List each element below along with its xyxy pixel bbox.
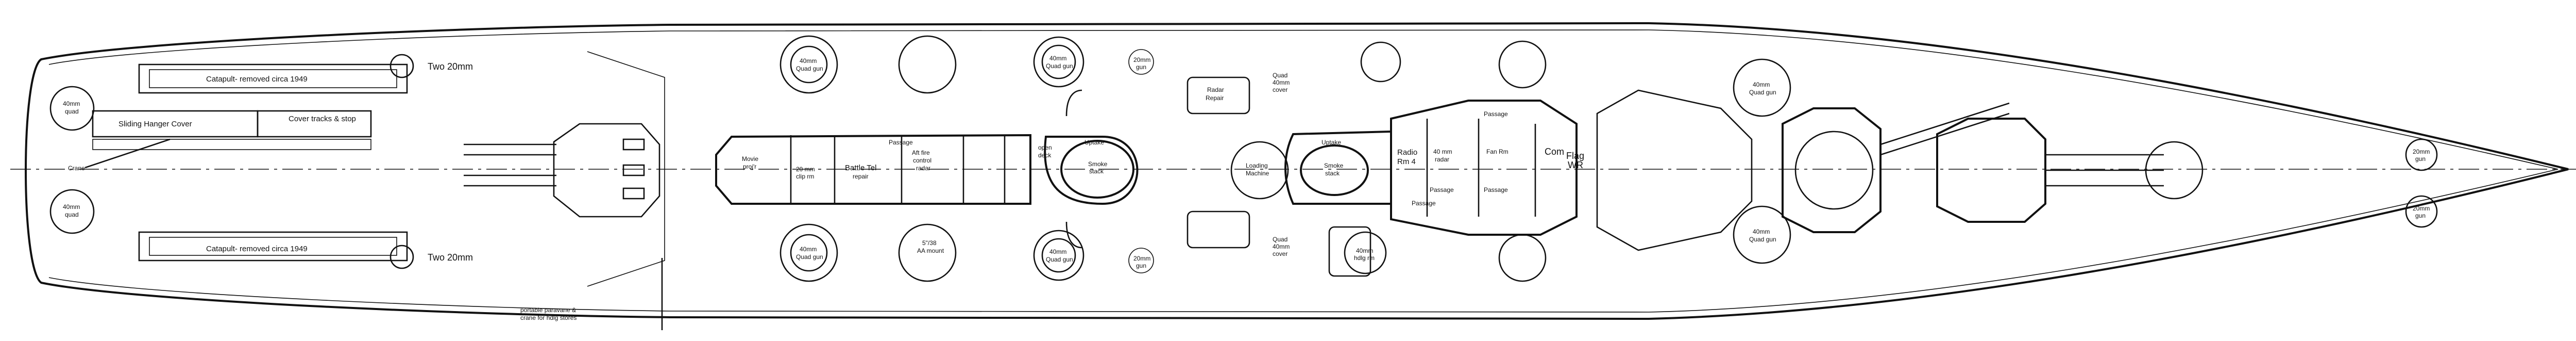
label-passage-fwd-lower2: Passage [1484,186,1508,193]
label-cover-tracks: Cover tracks & stop [289,115,356,123]
label-radar-repair-a: Radar [1207,86,1224,93]
label-movie-proj-b: proj'r [743,163,756,170]
label-quad-40-cover2-c: cover [1273,250,1287,257]
label-quad-40-stbd-aft-b: Quad gun [796,253,823,261]
label-20mm-bow-stbd-b: gun [2415,212,2426,219]
label-quad-40-stbd-mid-b: Quad gun [1046,256,1073,263]
label-fan-rm: Fan Rm [1486,148,1509,155]
label-radar-40-a: 40 mm [1433,148,1452,155]
label-uptake-aft: Uptake [1084,139,1104,146]
label-40mm-stern-port-a: 40mm [63,100,80,107]
label-smoke-stack-fwd-a: Smoke [1324,162,1344,169]
label-hdlg-rm-b: hdlg rm [1354,254,1375,262]
label-smoke-stack-aft-a: Smoke [1088,160,1108,168]
label-radio-rm-b: Rm 4 [1397,157,1416,166]
label-40mm-stern-port-b: quad [65,108,79,115]
label-passage-upper: Passage [889,139,913,146]
label-quad-40-cover-b: 40mm [1273,79,1290,86]
label-smoke-stack-fwd-b: stack [1325,170,1340,177]
label-sliding-hangar-cover: Sliding Hanger Cover [118,120,192,128]
label-quad-40-cover2-a: Quad [1273,236,1287,243]
label-quad-40-fwd-stbd-a: 40mm [1753,228,1770,235]
label-clip-rm-a: 20 mm [796,166,815,173]
label-uptake-fwd: Uptake [1321,139,1341,146]
label-radar-repair-b: Repair [1206,94,1224,102]
label-open-deck-a: open [1038,144,1052,151]
label-quad-40-fwd-stbd-b: Quad gun [1749,236,1776,243]
label-loading-machine-b: Machine [1246,170,1269,177]
label-20mm-stbd-mid-b: gun [1136,262,1146,269]
label-clip-rm-b: clip rm [796,173,814,180]
label-20mm-stbd-mid-a: 20mm [1133,255,1150,262]
label-quad-40-port-mid-a: 40mm [1049,55,1066,62]
label-battle-tel-a: Battle Tel [845,164,876,172]
label-aft-fire-control-a: Aft fire [912,149,930,156]
stern-structures [49,54,414,269]
label-quad-40-stbd-mid-a: 40mm [1049,248,1066,255]
label-20mm-bow-stbd-a: 20mm [2413,205,2430,212]
aft-turret [464,51,665,287]
label-quad-40-cover2-b: 40mm [1273,243,1290,250]
hull-outline [25,22,2569,320]
label-flag-wr-b: WR [1568,160,1583,170]
label-battle-tel-b: repair [853,173,869,180]
label-radio-rm-a: Radio [1397,148,1417,157]
label-passage-fwd-upper: Passage [1484,110,1508,118]
label-40mm-stern-stbd-a: 40mm [63,203,80,210]
label-quad-40-port-aft-a: 40mm [800,57,817,64]
label-flag-wr-a: Flag [1566,151,1584,161]
label-20mm-bow-port-b: gun [2415,155,2426,163]
label-two-20mm-stbd: Two 20mm [428,252,473,263]
aft-gun-mounts [779,35,1154,282]
forward-structures [1498,40,2438,282]
label-40mm-stern-stbd-b: quad [65,211,79,218]
label-sick-bay-b: AA mount [917,247,944,254]
label-open-deck-b: deck [1038,152,1052,159]
label-paravane-a: portable paravane & [520,306,576,314]
label-smoke-stack-aft-b: stack [1089,168,1104,175]
label-catapult-port: Catapult- removed circa 1949 [206,75,308,84]
label-two-20mm-port: Two 20mm [428,61,473,72]
label-quad-40-cover-a: Quad [1273,72,1287,79]
label-passage-fwd-lower: Passage [1430,186,1454,193]
label-quad-40-fwd-port-a: 40mm [1753,81,1770,88]
label-radar-40-b: radar [1435,156,1449,163]
label-20mm-bow-port-a: 20mm [2413,148,2430,155]
label-quad-40-cover-c: cover [1273,86,1287,93]
label-hdlg-rm-a: 40mm [1356,247,1373,254]
midship-structures [1187,41,1578,277]
label-crane: Crane [68,165,85,172]
label-aft-fire-control-c: radar [916,165,930,172]
label-sick-bay-a: 5"/38 [922,239,937,247]
label-movie-proj-a: Movie [742,155,758,163]
label-quad-40-fwd-port-b: Quad gun [1749,89,1776,96]
label-catapult-stbd: Catapult- removed circa 1949 [206,245,308,253]
label-paravane-b: crane for hdlg stores [520,314,577,321]
label-20mm-port-mid-b: gun [1136,63,1146,71]
aft-deckhouse [715,89,1139,249]
label-passage-lower-left: Passage [1412,200,1436,207]
label-quad-40-stbd-aft-a: 40mm [800,246,817,253]
label-quad-40-port-mid-b: Quad gun [1046,62,1073,70]
label-20mm-port-mid-a: 20mm [1133,56,1150,63]
label-aft-fire-control-b: control [913,157,931,164]
label-loading-machine-a: Loading [1246,162,1268,169]
label-quad-40-port-aft-b: Quad gun [796,65,823,72]
label-com: Com [1545,147,1564,157]
